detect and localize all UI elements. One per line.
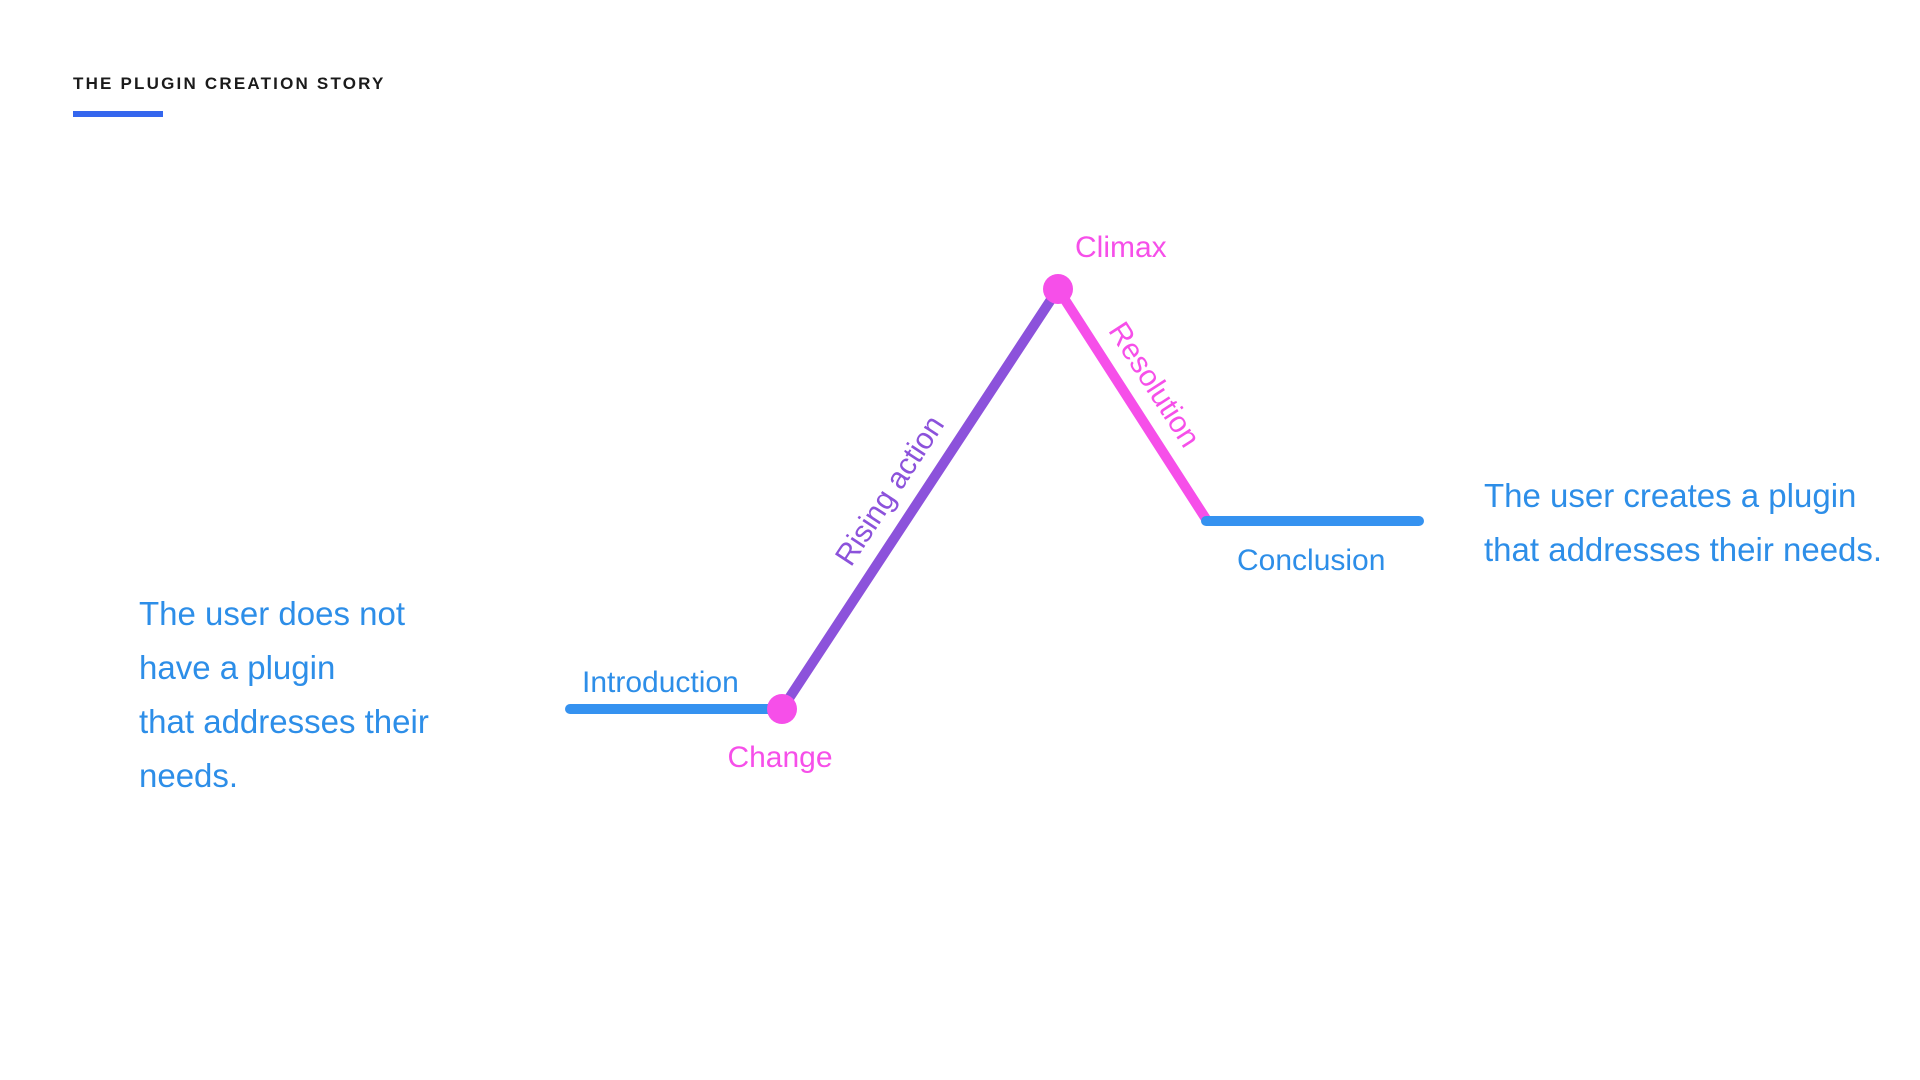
climax-label: Climax <box>1075 231 1167 264</box>
left-note-line: needs. <box>139 757 239 794</box>
left-note-line: The user does not <box>139 595 405 632</box>
kicker-underline <box>73 111 163 117</box>
slide-kicker-title: THE PLUGIN CREATION STORY <box>73 74 386 93</box>
left-note: The user does not have a plugin that add… <box>139 587 429 803</box>
right-note-line: that addresses their needs. <box>1484 531 1883 568</box>
change-point <box>767 694 797 724</box>
conclusion-label: Conclusion <box>1237 544 1385 577</box>
resolution-line <box>1053 284 1211 524</box>
climax-point <box>1043 274 1073 304</box>
left-note-line: have a plugin <box>139 649 336 686</box>
change-label: Change <box>727 741 832 774</box>
right-note: The user creates a plugin that addresses… <box>1484 469 1882 577</box>
introduction-label: Introduction <box>582 666 739 699</box>
right-note-line: The user creates a plugin <box>1484 477 1857 514</box>
left-note-line: that addresses their <box>139 703 429 740</box>
rising-action-line <box>777 284 1063 714</box>
